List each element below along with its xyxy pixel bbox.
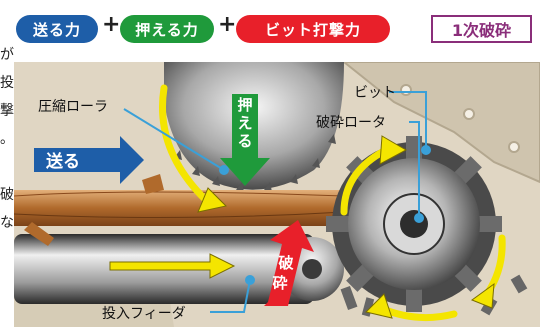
wood-chips <box>340 274 528 317</box>
primary-crushing-label: 1次破砕 <box>451 21 512 40</box>
left-char-1: が <box>0 47 14 63</box>
press-force-pill: 押える力 <box>120 15 214 43</box>
left-char-5: 破 <box>0 187 14 203</box>
bit-impact-pill: ビット打撃力 <box>236 15 390 43</box>
primary-crushing-box: 1次破砕 <box>431 15 532 43</box>
press-arrow-char-2: え <box>237 114 252 132</box>
left-text-column: が 投 撃 。 破 な <box>0 0 14 327</box>
crush-arrow-char-1: 破 <box>278 254 293 272</box>
rotation-arrows <box>159 84 506 322</box>
press-force-label: 押える力 <box>135 20 199 39</box>
rotor-rotation-arrow-top <box>340 146 390 216</box>
left-char-4: 。 <box>0 131 14 147</box>
send-arrow: 送る <box>34 136 144 184</box>
pressure-roller-label: 圧縮ローラ <box>38 99 108 115</box>
plus-sign-1: + <box>102 12 121 37</box>
bit-label: ビット <box>354 85 396 101</box>
crusher-diagram: 送る 押 え る 破 砕 圧縮ローラ ビット 破砕ロータ 投入フィーダ <box>14 62 540 327</box>
left-char-3: 撃 <box>0 103 14 119</box>
leader-lines <box>123 91 431 313</box>
wood-log <box>14 174 345 246</box>
send-force-label: 送る力 <box>32 20 81 39</box>
crusher-rotor <box>326 136 502 312</box>
crusher-rotor-label: 破砕ロータ <box>316 115 386 131</box>
left-char-2: 投 <box>0 75 14 91</box>
forces-header: 送る力 + 押える力 + ビット打撃力 <box>14 0 540 62</box>
plus-sign-2: + <box>218 12 237 37</box>
bit-impact-label: ビット打撃力 <box>264 20 361 39</box>
send-arrow-label: 送る <box>46 151 80 172</box>
press-arrow-char-3: る <box>237 132 252 150</box>
diagram-svg: 送る 押 え る 破 砕 <box>14 62 540 327</box>
send-force-pill: 送る力 <box>16 15 98 43</box>
infeed-feeder-label: 投入フィーダ <box>102 306 186 322</box>
crush-arrow-char-2: 砕 <box>272 274 287 292</box>
press-arrow-char-1: 押 <box>237 96 252 114</box>
left-char-6: な <box>0 215 14 231</box>
press-arrow: 押 え る <box>220 94 270 186</box>
roller-rotation-arrow <box>159 84 214 208</box>
crush-arrow: 破 砕 <box>264 220 314 306</box>
